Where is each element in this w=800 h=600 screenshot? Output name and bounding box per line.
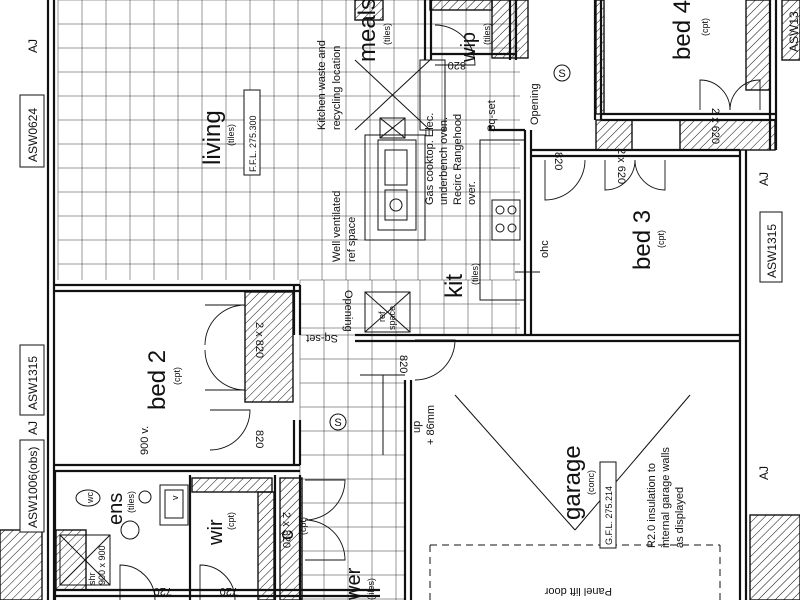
room-kit-finish: (tiles)	[470, 263, 480, 285]
dim-820-wip: 820	[448, 59, 466, 71]
note-up: up	[411, 421, 423, 433]
note-sq-set-bed: Sq-set	[306, 332, 338, 344]
window-asw1315-left: ASW1315	[26, 356, 40, 410]
note-shower: shr	[87, 572, 97, 585]
room-garage: garage	[559, 445, 586, 520]
smoke-detectors: S S	[329, 64, 571, 431]
note-panel-lift-door: Panel lift door	[544, 585, 612, 597]
dim-820-top: 820	[552, 152, 564, 170]
room-meals-finish: (tiles)	[382, 23, 392, 45]
room-bed2: bed 2	[144, 350, 171, 410]
note-insulation-3: as displayed	[674, 487, 686, 548]
note-opening-kit: Opening	[342, 290, 354, 332]
note-underbench: underbench oven.	[438, 117, 450, 205]
note-over: over.	[466, 181, 478, 205]
garage-details	[360, 374, 721, 600]
window-labels: ASW0624 AJ ASW1315 AJ ASW1006(obs) ASW13…	[19, 11, 800, 533]
room-wir-finish: (cpt)	[226, 512, 236, 530]
room-labels: living (tiles) F.F.L. 275.300 meals (til…	[105, 0, 710, 600]
note-ventilated: Well ventilated	[331, 191, 343, 262]
window-asw1006: ASW1006(obs)	[26, 447, 40, 528]
note-ref: ref	[377, 311, 387, 322]
room-c-finish: (cpt)	[298, 517, 308, 535]
door-dimensions: 820 2 x 620 2 x 620 2 x 820 820 820 2 x …	[154, 59, 721, 597]
window-asw0624: ASW0624	[26, 108, 40, 162]
window-asw1315-right: ASW1315	[765, 224, 779, 278]
room-bed4-finish: (cpt)	[700, 18, 710, 36]
note-insulation: R2.0 insulation to	[646, 463, 658, 548]
note-recycling: recycling location	[331, 46, 343, 130]
note-rangehood: Recirc Rangehood	[452, 114, 464, 205]
kitchen-benches	[354, 59, 526, 333]
dim-820-bed2: 820	[253, 430, 265, 448]
room-garage-finish: (conc)	[586, 470, 596, 495]
room-living-finish: (tiles)	[226, 124, 236, 146]
note-kitchen-waste: Kitchen waste and	[316, 40, 328, 130]
dim-2x620-a: 2 x 620	[615, 148, 627, 184]
living-tile-grid	[57, 0, 520, 280]
note-space: space	[387, 306, 397, 330]
note-sq-set-kit: Sq-set	[486, 100, 498, 132]
dim-720-a: 720	[154, 585, 172, 597]
dim-2x820-c: 2 x 820	[280, 512, 292, 548]
room-wer-finish: (tiles)	[366, 578, 376, 600]
window-aj-d: AJ	[757, 466, 771, 480]
ensuite-fixtures	[53, 470, 189, 600]
room-wip: wip	[458, 32, 480, 63]
note-wc: wc	[85, 492, 95, 504]
room-wir: wir	[205, 519, 227, 546]
note-gas-cooktop: Gas cooktop. Elec.	[424, 113, 436, 205]
room-bed3: bed 3	[629, 210, 656, 270]
note-ref-space: ref space	[346, 217, 358, 262]
note-900v: 900 v.	[139, 426, 151, 455]
room-living: living	[199, 110, 226, 165]
window-aj-b: AJ	[26, 421, 40, 435]
doors	[119, 24, 761, 600]
smoke-detector-label-hall: S	[334, 417, 341, 429]
room-wer: wer	[343, 567, 365, 600]
note-insulation-2: internal garage walls	[660, 447, 672, 548]
room-ens-finish: (tiles)	[126, 491, 136, 513]
dim-2x620-b: 2 x 620	[709, 108, 721, 144]
room-wip-finish: (tiles)	[482, 23, 492, 45]
room-living-level: F.F.L. 275.300	[248, 115, 258, 172]
room-kit: kit	[441, 274, 468, 298]
window-asw13-top: ASW13	[787, 11, 800, 52]
dim-820-hall: 820	[397, 355, 409, 373]
room-meals: meals	[354, 0, 381, 62]
dim-2x820-bed2: 2 x 820	[253, 322, 265, 358]
note-ohc: ohc	[539, 240, 551, 258]
note-opening-top: Opening	[529, 83, 541, 125]
smoke-detector-label-top: S	[558, 68, 565, 80]
room-bed3-finish: (cpt)	[656, 230, 666, 248]
note-plus-86mm: + 86mm	[425, 405, 437, 445]
plan-notes: Kitchen waste and recycling location Wel…	[85, 40, 686, 597]
room-ens: ens	[105, 493, 127, 525]
room-bed2-finish: (cpt)	[172, 367, 182, 385]
window-aj-a: AJ	[26, 39, 40, 53]
room-bed4: bed 4	[669, 0, 696, 60]
room-garage-level: G.F.L. 275.214	[604, 486, 614, 545]
note-vanity: v	[170, 495, 180, 500]
window-aj-c: AJ	[757, 172, 771, 186]
dim-720-b: 720	[220, 585, 238, 597]
room-c: c	[276, 530, 298, 540]
note-shower-size: 900 x 900	[97, 545, 107, 585]
